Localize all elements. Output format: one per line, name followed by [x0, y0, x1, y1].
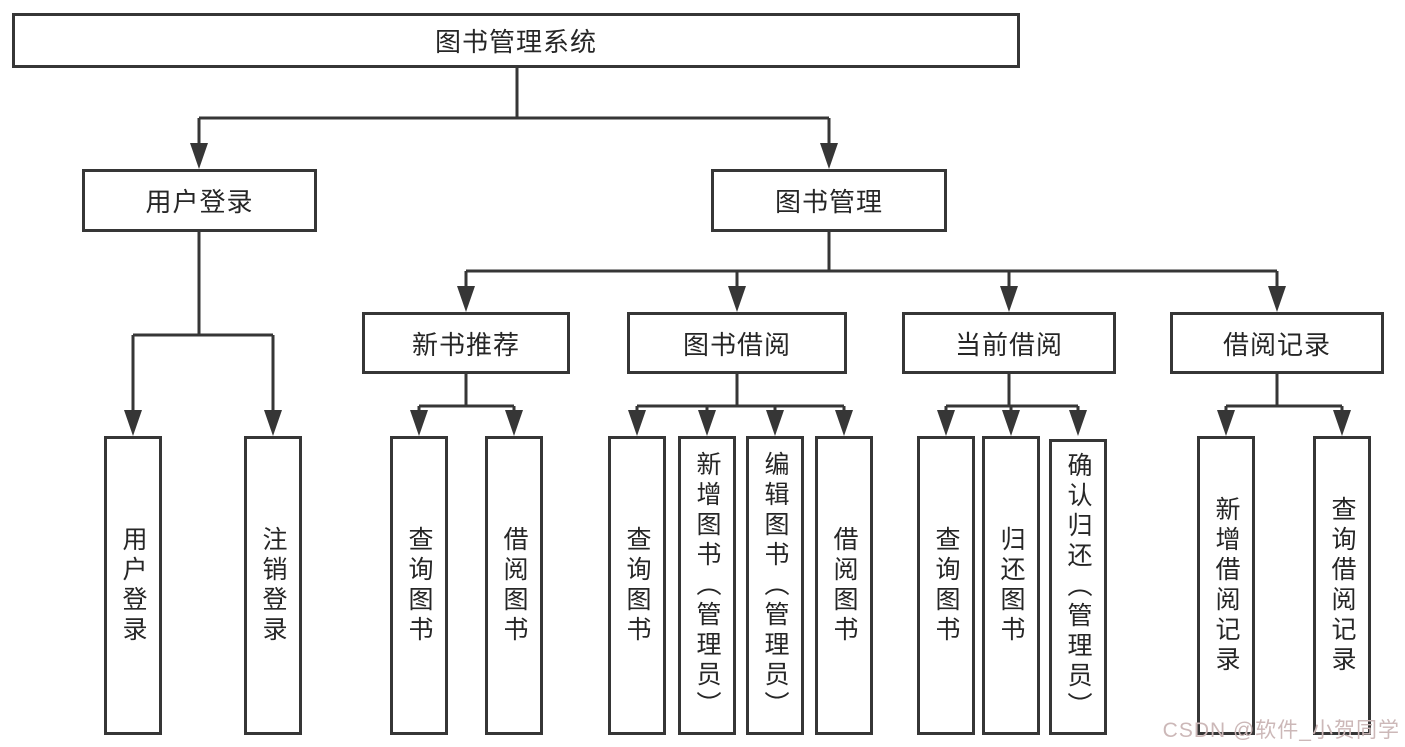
leaf-query-books-borrowing: 查询图书	[608, 436, 666, 735]
leaf-query-borrow-record: 查询借阅记录	[1313, 436, 1371, 735]
node-new-book-recommendation: 新书推荐	[362, 312, 570, 374]
leaf-confirm-return-admin: 确认归还（管理员）	[1049, 439, 1107, 735]
leaf-user-login: 用户登录	[104, 436, 162, 735]
node-current-borrowing: 当前借阅	[902, 312, 1116, 374]
leaf-logout: 注销登录	[244, 436, 302, 735]
node-book-management-branch: 图书管理	[711, 169, 947, 232]
node-book-borrowing: 图书借阅	[627, 312, 847, 374]
leaf-query-books-current: 查询图书	[917, 436, 975, 735]
leaf-add-book-admin: 新增图书（管理员）	[678, 436, 736, 735]
csdn-watermark: CSDN @软件_小贺同学	[1162, 719, 1400, 742]
leaf-add-borrow-record: 新增借阅记录	[1197, 436, 1255, 735]
node-user-login-branch: 用户登录	[82, 169, 317, 232]
leaf-edit-book-admin: 编辑图书（管理员）	[746, 436, 804, 735]
node-library-management-system: 图书管理系统	[12, 13, 1020, 68]
node-borrowing-records: 借阅记录	[1170, 312, 1384, 374]
leaf-borrow-books-borrowing: 借阅图书	[815, 436, 873, 735]
leaf-borrow-books-recommendation: 借阅图书	[485, 436, 543, 735]
leaf-query-books-recommendation: 查询图书	[390, 436, 448, 735]
leaf-return-books: 归还图书	[982, 436, 1040, 735]
